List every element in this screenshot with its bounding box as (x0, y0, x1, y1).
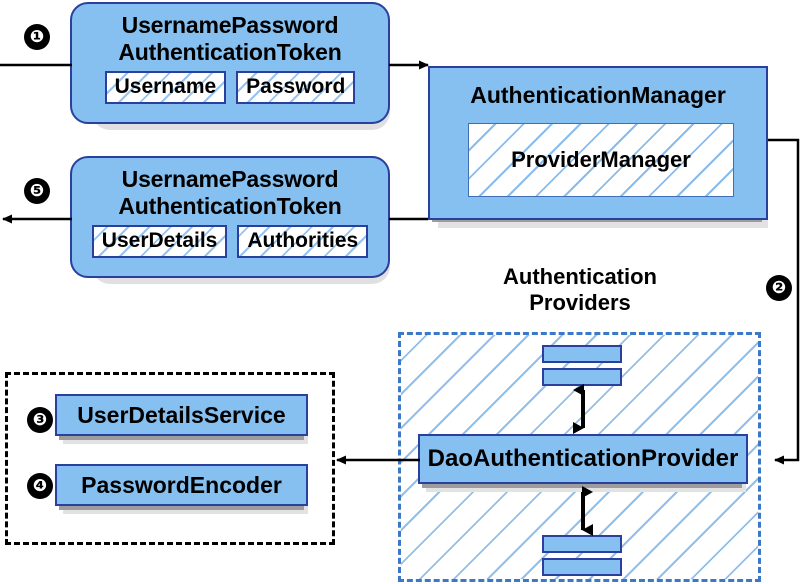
step-5-marker: ❺ (24, 178, 50, 204)
hatch-pattern (93, 227, 226, 256)
auth-manager-box: AuthenticationManager ProviderManager (428, 66, 768, 220)
passwordencoder-box: PasswordEncoder (55, 464, 308, 506)
response-token-card: UsernamePassword AuthenticationToken Use… (70, 156, 390, 278)
request-token-card: UsernamePassword AuthenticationToken Use… (70, 2, 390, 124)
auth-manager-title: AuthenticationManager (470, 82, 726, 108)
userdetailsservice-label: UserDetailsService (77, 401, 286, 428)
other-provider-bar-3 (542, 535, 622, 553)
hatch-pattern (238, 73, 354, 102)
other-provider-bar-2 (542, 368, 622, 386)
step-2-marker: ❷ (766, 275, 792, 301)
other-provider-bar-1 (542, 345, 622, 363)
provider-manager-label: ProviderManager (511, 147, 691, 172)
request-token-slots: Username Password (72, 71, 388, 104)
providers-caption-line1: Authentication (503, 264, 657, 289)
step-1-marker: ❶ (24, 24, 50, 50)
request-token-slot-username: Username (104, 71, 227, 104)
request-token-slot-password: Password (236, 71, 356, 104)
request-token-title-line1: UsernamePassword (121, 12, 339, 38)
userdetailsservice-box: UserDetailsService (55, 394, 308, 436)
request-token-title-line2: AuthenticationToken (118, 39, 342, 65)
providers-caption-line2: Providers (529, 290, 631, 315)
response-token-title-line1: UsernamePassword (121, 166, 339, 192)
hatch-pattern (239, 227, 367, 256)
response-token-slot-authorities: Authorities (237, 225, 369, 258)
provider-manager-box: ProviderManager (468, 123, 734, 197)
other-provider-bar-4 (542, 558, 622, 576)
passwordencoder-label: PasswordEncoder (81, 471, 282, 498)
response-token-title-line2: AuthenticationToken (118, 193, 342, 219)
step-3-marker: ❸ (27, 407, 53, 433)
providers-caption: Authentication Providers (460, 264, 700, 316)
response-token-slot-userdetails: UserDetails (91, 225, 228, 258)
dao-authentication-provider-label: DaoAuthenticationProvider (427, 445, 739, 472)
response-token-title: UsernamePassword AuthenticationToken (72, 158, 388, 220)
step-4-marker: ❹ (27, 473, 53, 499)
hatch-pattern (106, 73, 225, 102)
response-token-slots: UserDetails Authorities (72, 225, 388, 258)
request-token-title: UsernamePassword AuthenticationToken (72, 4, 388, 66)
dao-authentication-provider-box: DaoAuthenticationProvider (418, 434, 748, 484)
